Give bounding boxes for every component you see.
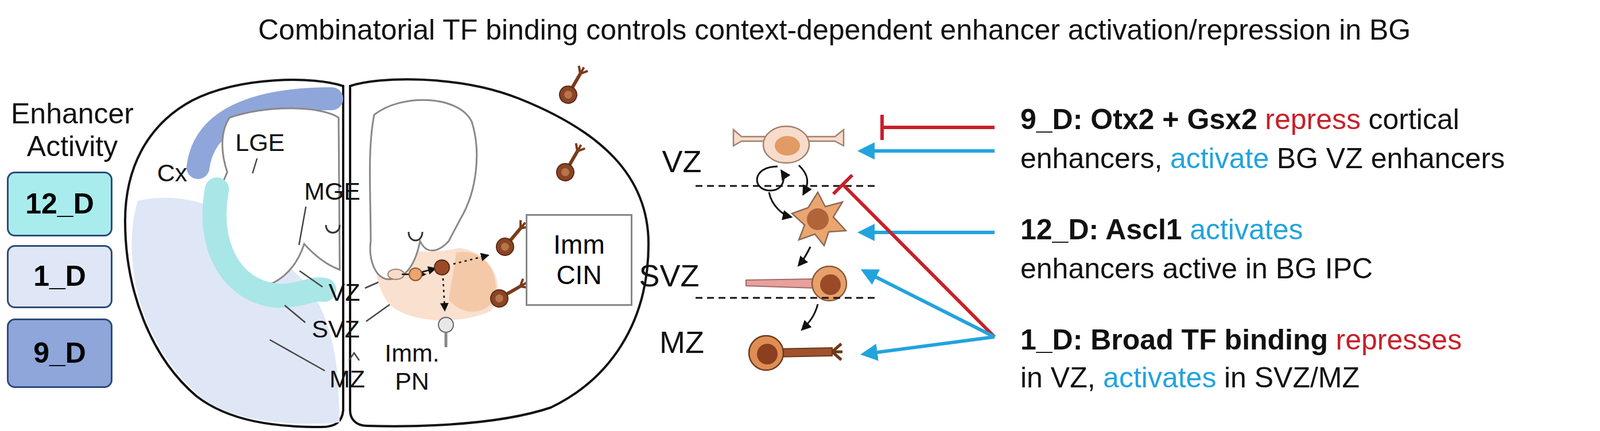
annotation-text: enhancers active in BG IPC — [1020, 252, 1373, 285]
annotation-text: BG VZ enhancers — [1276, 142, 1505, 175]
annotation-text: repress — [1264, 103, 1361, 136]
region-label: Cx — [157, 158, 188, 188]
region-label: SVZ — [311, 315, 360, 344]
annotation-text: activate — [1170, 142, 1269, 175]
annotation-line: 1_D: Broad TF bindingrepresses — [1020, 323, 1462, 357]
enhancer-box: 9_D — [6, 318, 113, 388]
annotation-line: 9_D: Otx2 + Gsx2represscortical — [1020, 102, 1460, 137]
node-text: Imm CIN — [547, 229, 611, 291]
annotation-text: activates — [1103, 361, 1217, 394]
region-label: MZ — [659, 324, 705, 360]
region-label: VZ — [328, 278, 361, 307]
node-text: 1_D — [33, 259, 87, 294]
region-label: MZ — [329, 364, 365, 394]
annotation-text: 12_D: Ascl1 — [1020, 213, 1183, 246]
region-label: VZ — [661, 143, 702, 180]
annotation-text: in SVZ/MZ — [1224, 361, 1360, 394]
annotation-line: enhancers,activateBG VZ enhancers — [1020, 141, 1505, 176]
annotation-line: enhancers active in BG IPC — [1020, 251, 1373, 286]
annotation-text: enhancers, — [1020, 142, 1163, 175]
annotation-text: 1_D: Broad TF binding — [1020, 323, 1328, 356]
label-box: Imm CIN — [525, 214, 633, 306]
annotation-text: cortical — [1368, 103, 1459, 136]
enhancer-box: 12_D — [6, 171, 113, 237]
enhancer-box: 1_D — [6, 245, 113, 309]
region-label: Imm. PN — [374, 339, 450, 396]
annotation-text: in VZ, — [1020, 361, 1096, 394]
annotation-line: 12_D: Ascl1activates — [1020, 212, 1303, 247]
annotation-text: represses — [1336, 323, 1463, 356]
region-label: Enhancer Activity — [3, 97, 142, 164]
region-label: MGE — [304, 177, 361, 206]
node-text: 9_D — [33, 336, 87, 371]
annotation-text: 9_D: Otx2 + Gsx2 — [1020, 103, 1258, 136]
node-text: 12_D — [25, 187, 95, 221]
title: Combinatorial TF binding controls contex… — [258, 13, 1412, 48]
annotation-text: activates — [1189, 213, 1303, 246]
region-label: LGE — [235, 128, 285, 157]
region-label: SVZ — [638, 257, 699, 294]
annotation-line: in VZ,activatesin SVZ/MZ — [1020, 360, 1360, 395]
